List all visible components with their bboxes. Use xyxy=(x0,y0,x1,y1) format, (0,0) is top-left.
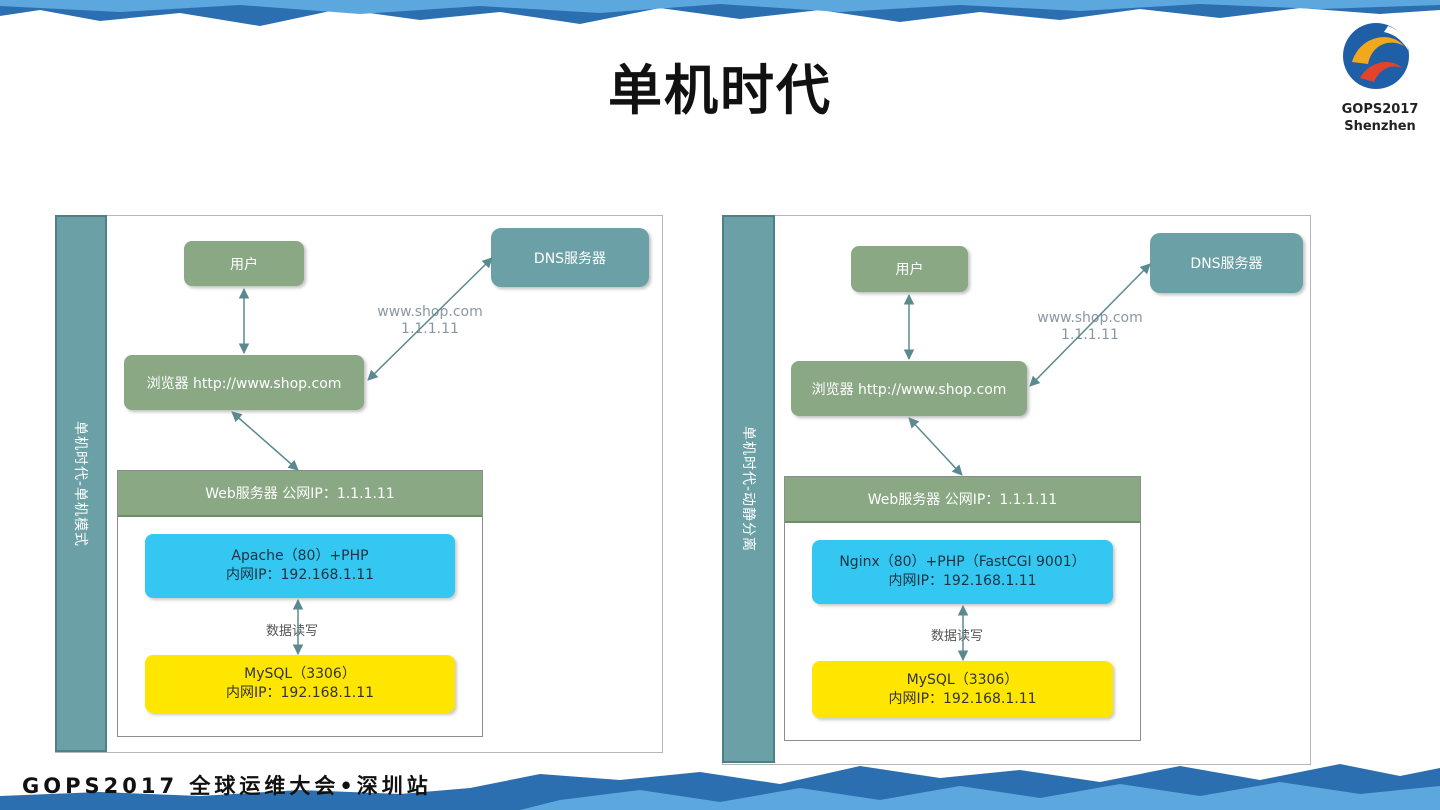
bottom-brush-decoration xyxy=(0,764,1440,810)
browser-node: 浏览器 http://www.shop.com xyxy=(791,361,1027,416)
app-server-node: Apache（80）+PHP 内网IP：192.168.1.11 xyxy=(145,534,455,598)
diagram-side-bar: 单机时代-单机模式 xyxy=(55,215,107,752)
data-read-write-label: 数据读写 xyxy=(931,629,984,644)
browser-node: 浏览器 http://www.shop.com xyxy=(124,355,364,410)
browser-dns-arrow xyxy=(367,257,493,381)
web-server-header: Web服务器 公网IP：1.1.1.11 xyxy=(785,477,1140,523)
logo-line-1: GOPS2017 xyxy=(1341,102,1419,117)
user-node: 用户 xyxy=(184,241,304,286)
web-server-header: Web服务器 公网IP：1.1.1.11 xyxy=(118,471,482,517)
dns-server-node: DNS服务器 xyxy=(1150,233,1303,293)
browser-web-arrow xyxy=(231,411,299,471)
top-brush-decoration xyxy=(0,0,1440,26)
mysql-label: MySQL（3306） xyxy=(906,671,1019,688)
app-server-label: Nginx（80）+PHP（FastCGI 9001） xyxy=(839,554,1086,570)
app-server-label: Apache（80）+PHP xyxy=(231,548,369,564)
footer-event-title: GOPS2017 全球运维大会•深圳站 xyxy=(22,774,432,798)
mysql-label: MySQL（3306） xyxy=(244,666,356,682)
mysql-node: MySQL（3306） 内网IP：192.168.1.11 xyxy=(145,655,455,713)
app-server-node: Nginx（80）+PHP（FastCGI 9001） 内网IP：192.168… xyxy=(812,540,1113,604)
logo-emblem-icon xyxy=(1343,23,1409,89)
mysql-ip: 内网IP：192.168.1.11 xyxy=(225,685,375,701)
app-server-ip: 内网IP：192.168.1.11 xyxy=(225,567,375,583)
diagram-side-bar: 单机时代-动静分离 xyxy=(722,215,775,763)
browser-web-arrow xyxy=(908,417,963,476)
mysql-ip: 内网IP：192.168.1.11 xyxy=(888,690,1037,707)
app-server-ip: 内网IP：192.168.1.11 xyxy=(888,573,1037,589)
logo-line-2: Shenzhen xyxy=(1344,119,1416,134)
data-read-write-label: 数据读写 xyxy=(266,624,319,639)
user-node: 用户 xyxy=(851,246,968,292)
dns-server-node: DNS服务器 xyxy=(491,228,649,287)
page-title: 单机时代 xyxy=(608,59,832,122)
gops-logo: GOPS2017 Shenzhen xyxy=(1330,16,1430,140)
browser-dns-arrow xyxy=(1029,263,1151,387)
mysql-node: MySQL（3306） 内网IP：192.168.1.11 xyxy=(812,661,1113,718)
